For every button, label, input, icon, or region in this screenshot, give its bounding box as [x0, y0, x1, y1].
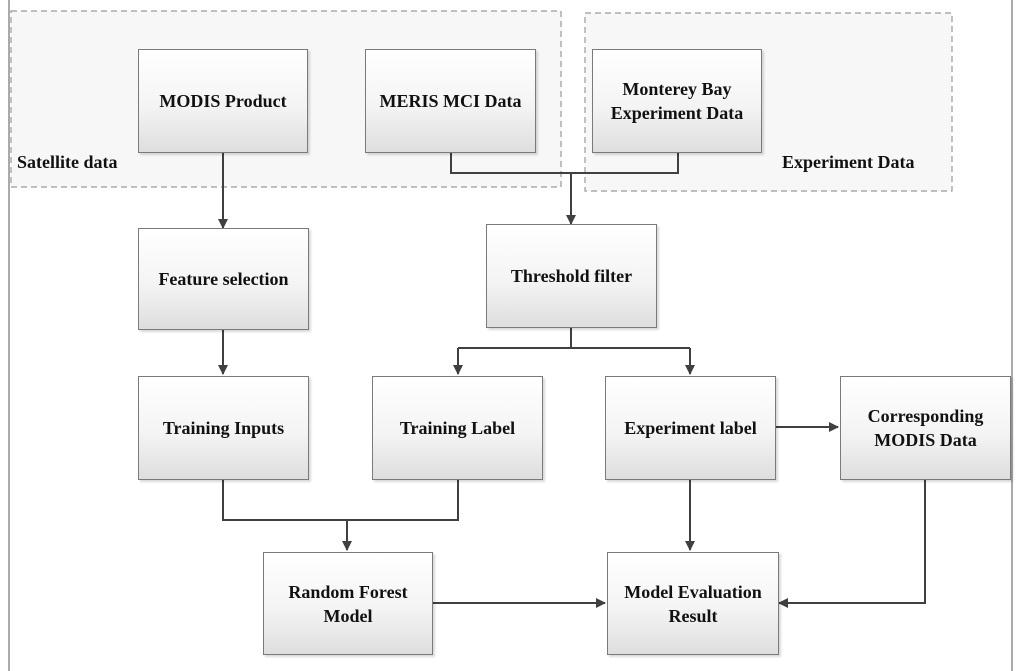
node-meris-mci-data: MERIS MCI Data [365, 49, 536, 153]
node-model-evaluation-label: Model Evaluation Result [624, 581, 762, 626]
node-training-label-label: Training Label [399, 418, 516, 438]
connector-threshold-split-left [458, 328, 572, 349]
node-training-label: Training Label [372, 376, 543, 480]
satellite-data-label: Satellite data [17, 152, 118, 172]
node-modis-product: MODIS Product [138, 49, 308, 153]
node-feature-selection-label: Feature selection [158, 269, 289, 289]
node-meris-mci-data-label: MERIS MCI Data [379, 91, 522, 111]
node-training-inputs: Training Inputs [138, 376, 309, 480]
node-modis-product-label: MODIS Product [159, 91, 287, 111]
node-random-forest-label: Random Forest Model [288, 581, 408, 626]
connector-corresponding-to-evaluation [778, 480, 926, 608]
connector-training-join [222, 480, 459, 521]
node-feature-selection: Feature selection [138, 228, 309, 330]
node-monterey-bay-experiment-data: Monterey Bay Experiment Data [592, 49, 762, 153]
node-corresponding-modis-data: Corresponding MODIS Data [840, 376, 1011, 480]
node-monterey-bay-label: Monterey Bay Experiment Data [610, 79, 744, 123]
node-corresponding-modis-label: Corresponding MODIS Data [867, 406, 984, 450]
node-training-inputs-label: Training Inputs [162, 418, 285, 438]
node-experiment-label-label: Experiment label [624, 418, 757, 438]
node-model-evaluation-result: Model Evaluation Result [607, 552, 779, 655]
node-threshold-filter: Threshold filter [486, 224, 657, 328]
node-random-forest-model: Random Forest Model [263, 552, 433, 655]
connector-meris-monterey-join [450, 153, 679, 174]
experiment-data-label: Experiment Data [782, 152, 915, 172]
node-threshold-filter-label: Threshold filter [510, 266, 633, 286]
node-experiment-label: Experiment label [605, 376, 776, 480]
